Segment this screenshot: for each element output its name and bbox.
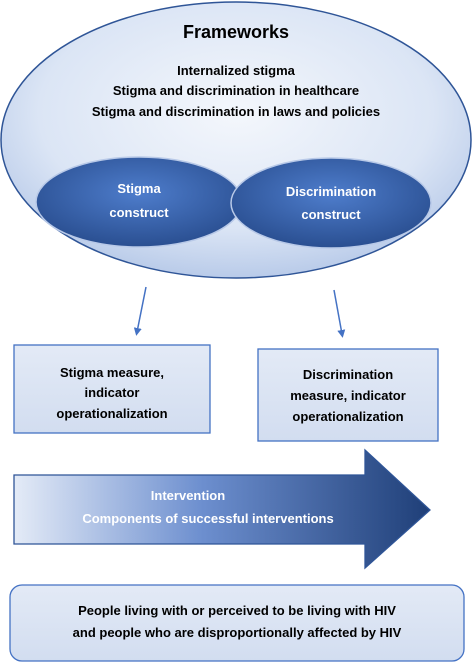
intervention-title: Intervention <box>151 488 225 503</box>
population-line-2: and people who are disproportionally aff… <box>73 625 402 640</box>
stigma-measure-box <box>13 344 211 434</box>
discrimination-construct-ellipse <box>230 157 432 249</box>
discrimination-measure-line-2: measure, indicator <box>290 388 406 403</box>
frameworks-title: Frameworks <box>183 22 289 42</box>
stigma-measure-line-1: Stigma measure, <box>60 365 164 380</box>
intervention-subtitle: Components of successful interventions <box>82 511 333 526</box>
discrimination-measure-line-3: operationalization <box>292 409 403 424</box>
stigma-construct-label-2: construct <box>109 205 169 220</box>
stigma-construct-label-1: Stigma <box>117 181 161 196</box>
discrimination-construct-label-1: Discrimination <box>286 184 376 199</box>
stigma-down-arrow <box>133 286 147 336</box>
frameworks-line-2: Stigma and discrimination in healthcare <box>113 83 359 98</box>
stigma-measure-line-3: operationalization <box>56 406 167 421</box>
intervention-arrow <box>13 448 431 570</box>
discrimination-construct-label-2: construct <box>301 207 361 222</box>
population-line-1: People living with or perceived to be li… <box>78 603 396 618</box>
population-box <box>9 584 465 662</box>
discrimination-down-arrow <box>333 289 346 338</box>
discrimination-measure-line-1: Discrimination <box>303 367 393 382</box>
frameworks-line-1: Internalized stigma <box>177 63 296 78</box>
discrimination-measure-box <box>257 348 439 442</box>
frameworks-line-3: Stigma and discrimination in laws and po… <box>92 104 380 119</box>
stigma-construct-ellipse <box>35 156 243 248</box>
stigma-measure-line-2: indicator <box>85 385 140 400</box>
